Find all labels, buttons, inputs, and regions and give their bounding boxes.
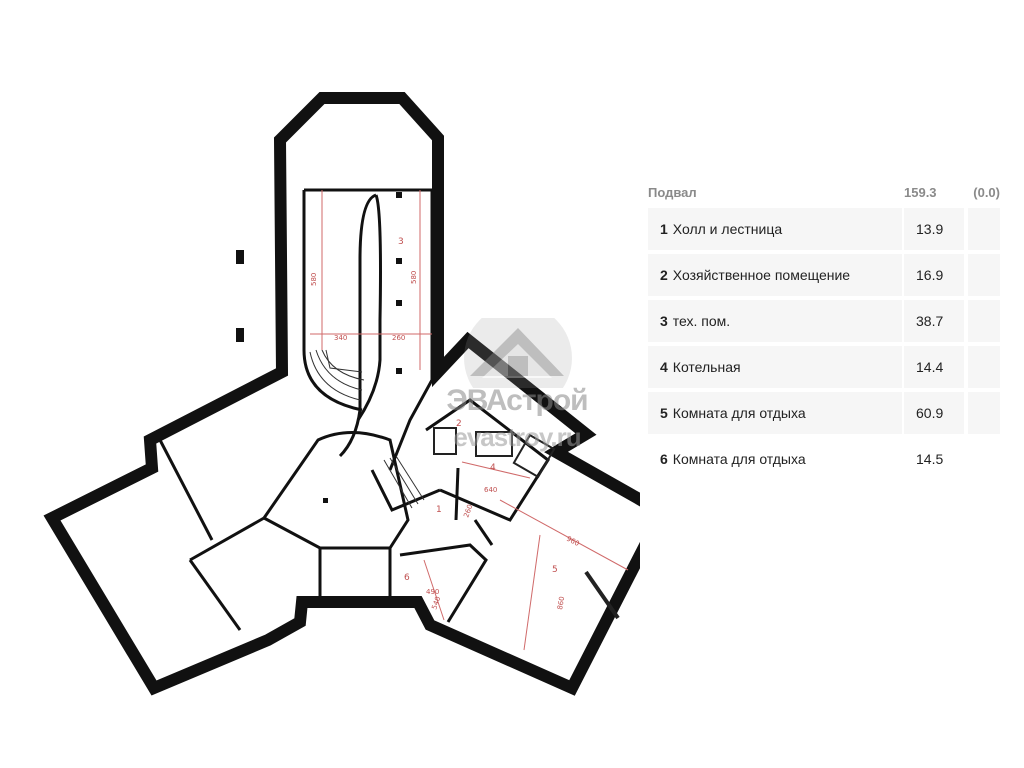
room-number: 2 xyxy=(660,267,668,283)
room-name: Хозяйственное помещение xyxy=(672,267,851,283)
dim-label: 260 xyxy=(392,334,405,342)
room-area: 14.4 xyxy=(904,346,964,388)
floor-total-area: 159.3 xyxy=(904,184,937,200)
room-extra xyxy=(968,208,1000,250)
dim-label: 860 xyxy=(556,596,566,611)
fixtures xyxy=(433,427,620,620)
room-extra xyxy=(968,254,1000,296)
room-label-5: 5 xyxy=(552,565,558,575)
dim-label: 960 xyxy=(565,535,581,548)
room-label-4: 4 xyxy=(490,463,496,473)
table-header: Подвал 159.3 (0.0) xyxy=(648,180,1000,204)
room-extra xyxy=(968,438,1000,480)
floor-name: Подвал xyxy=(648,184,697,200)
room-number: 5 xyxy=(660,405,668,421)
room-name: Комната для отдыха xyxy=(672,405,806,421)
room-name: Холл и лестница xyxy=(672,221,783,237)
room-extra xyxy=(968,346,1000,388)
room-area: 38.7 xyxy=(904,300,964,342)
dimension-lines xyxy=(310,190,629,651)
room-number: 3 xyxy=(660,313,668,329)
columns xyxy=(236,192,402,503)
room-area: 16.9 xyxy=(904,254,964,296)
room-label-2: 2 xyxy=(456,419,462,429)
dim-label: 490 xyxy=(426,588,439,596)
room-name: Комната для отдыха xyxy=(672,451,806,467)
floor-extra-area: (0.0) xyxy=(973,184,1000,200)
room-name: тех. пом. xyxy=(672,313,731,329)
room-area: 14.5 xyxy=(916,451,944,467)
floor-plan: 3 1 2 4 5 6 340 580 260 580 960 860 640 … xyxy=(43,92,640,696)
room-label-3: 3 xyxy=(398,237,404,247)
inner-walls xyxy=(158,188,550,631)
dim-label: 580 xyxy=(310,273,318,286)
stair xyxy=(309,349,425,509)
room-number: 1 xyxy=(660,221,668,237)
dim-label: 340 xyxy=(334,334,347,342)
room-number: 4 xyxy=(660,359,668,375)
room-label-1: 1 xyxy=(436,505,442,515)
outer-walls xyxy=(43,92,640,696)
room-extra xyxy=(968,300,1000,342)
dim-label: 260 xyxy=(462,503,474,518)
room-extra xyxy=(968,392,1000,434)
room-name: Котельная xyxy=(672,359,741,375)
room-area: 13.9 xyxy=(904,208,964,250)
dim-label: 640 xyxy=(484,486,497,494)
room-number: 6 xyxy=(660,451,668,467)
room-area: 60.9 xyxy=(904,392,964,434)
room-label-6: 6 xyxy=(404,573,410,583)
dim-label: 580 xyxy=(410,271,418,284)
